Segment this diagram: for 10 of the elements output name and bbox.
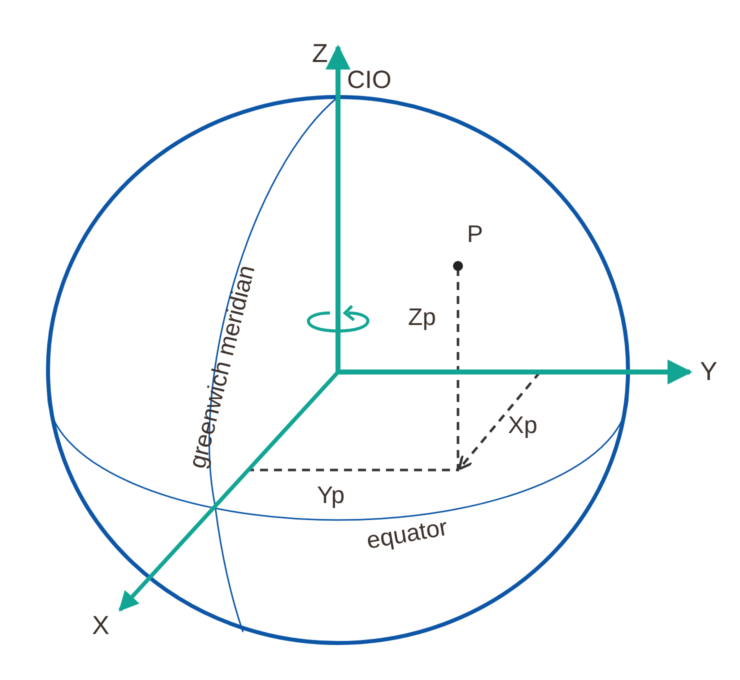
axis-label: P xyxy=(467,223,484,247)
axis-label: Yp xyxy=(317,484,345,508)
axis-label: Y xyxy=(700,358,718,384)
axis-label: equator xyxy=(365,516,450,554)
axis-label: greenwich meridian xyxy=(186,263,260,471)
axis-label: CIO xyxy=(347,68,392,93)
axis-label: Z xyxy=(312,40,328,66)
axis-label: Zp xyxy=(408,306,436,330)
axis-label: X xyxy=(92,612,110,638)
axis-label: Xp xyxy=(508,414,538,438)
